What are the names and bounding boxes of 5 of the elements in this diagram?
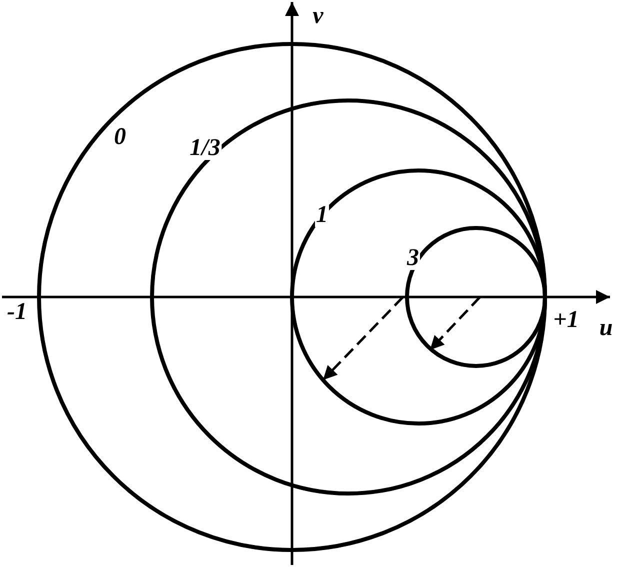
axis-label: v [312,4,324,28]
axis-label: u [598,316,614,340]
curve-label: 3 [406,246,420,270]
curve-label: 1/3 [188,136,222,160]
curve-label: 1 [315,203,329,227]
